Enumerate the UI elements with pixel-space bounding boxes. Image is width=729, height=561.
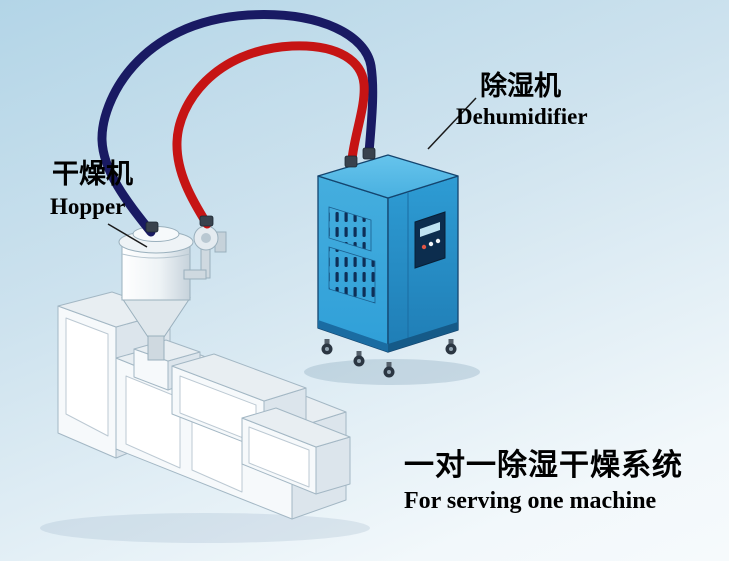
cabinet2-top	[241, 407, 351, 448]
blower-elbow	[183, 269, 207, 280]
label-pointers	[107, 97, 477, 248]
base-band-right	[388, 322, 458, 352]
caster-wheel	[383, 362, 395, 378]
panel-button-red	[421, 244, 427, 250]
control-panel	[414, 211, 446, 269]
base-band-front	[318, 320, 388, 352]
machine-shadow	[40, 513, 370, 543]
panel-button-white1	[428, 241, 434, 247]
blower-hose-fitting	[199, 215, 214, 227]
dehumidifier-unit	[304, 154, 480, 385]
blower-hub	[201, 233, 211, 243]
caption-cn: 一对一除湿干燥系统	[404, 448, 683, 483]
hopper-dryer	[118, 225, 227, 361]
vent-grille-lower	[328, 246, 376, 304]
vent-grille-upper	[328, 206, 372, 252]
dehumidifier-port-left	[344, 155, 358, 168]
panel-button-white2	[435, 238, 441, 244]
caster-wheel	[445, 339, 457, 355]
dehumidifier-label-en: Dehumidifier	[456, 104, 588, 129]
caption-en: For serving one machine	[404, 488, 657, 514]
return-air-hose-navy	[97, 10, 378, 237]
hopper-pointer-line	[107, 223, 148, 248]
pedestal-panel	[65, 317, 109, 437]
caster-wheel	[321, 339, 333, 355]
control-display	[420, 222, 440, 237]
extruder-machine	[40, 291, 370, 543]
hopper-outlet-tube	[147, 335, 165, 361]
air-hoses	[97, 10, 378, 237]
hopper-label-en: Hopper	[50, 194, 126, 219]
cabinet2-panel	[248, 426, 310, 488]
hopper-hose-fitting	[145, 221, 159, 233]
dehumidifier-pointer-line	[427, 97, 477, 150]
caster-wheel	[353, 351, 365, 367]
dehumidifier-port-right	[362, 147, 376, 160]
hopper-label-cn: 干燥机	[52, 159, 133, 190]
dehumidifier-label-cn: 除湿机	[480, 71, 561, 102]
dry-air-hose-red	[172, 41, 369, 229]
body-panel-left	[125, 375, 181, 469]
cabinet1-top	[171, 353, 307, 402]
hopper-seam	[121, 253, 191, 259]
